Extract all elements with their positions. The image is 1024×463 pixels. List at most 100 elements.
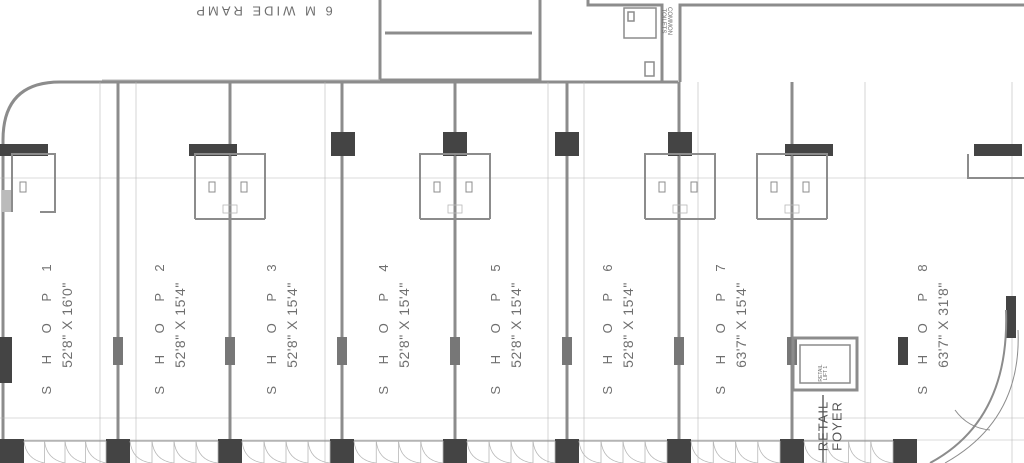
door-swing xyxy=(848,440,871,463)
shop-5-label: S H O P 5 52'8" X 15'4" xyxy=(488,255,524,394)
shop-2-label: S H O P 2 52'8" X 15'4" xyxy=(152,255,188,394)
retail-foyer-label: RETAIL FOYER xyxy=(815,401,844,452)
door-swing xyxy=(173,440,197,463)
pilaster xyxy=(1006,296,1016,338)
ramp-label: 6 M WIDE RAMP xyxy=(193,3,333,19)
column xyxy=(555,439,579,463)
door-swing xyxy=(85,440,107,463)
shop-6-label: S H O P 6 52'8" X 15'4" xyxy=(600,255,636,394)
curved-entrance xyxy=(929,309,1019,463)
shop-7-dimensions: 63'7" X 15'4" xyxy=(733,282,749,368)
retail-foyer-line-2: FOYER xyxy=(829,401,844,451)
toilet-fixture xyxy=(19,181,27,193)
door-swing xyxy=(488,440,512,463)
door-swing xyxy=(644,440,668,463)
door-swing xyxy=(803,440,827,463)
column xyxy=(443,439,467,463)
door-swing xyxy=(353,440,377,463)
basin xyxy=(784,204,800,214)
door-swing xyxy=(578,440,602,463)
door-swing xyxy=(64,440,86,463)
door-swing xyxy=(195,440,219,463)
door-swing xyxy=(23,440,45,463)
door-swing xyxy=(825,440,849,463)
shop-6-dimensions: 52'8" X 15'4" xyxy=(620,282,636,368)
common-toilet-fixtures xyxy=(623,7,657,77)
door-swing xyxy=(735,440,758,463)
shop-3-name: S H O P 3 xyxy=(264,255,279,395)
column xyxy=(668,132,692,156)
pilaster xyxy=(674,337,684,365)
pilaster xyxy=(337,337,347,365)
column xyxy=(0,439,24,463)
door-swing xyxy=(398,440,421,463)
beam xyxy=(974,144,1022,156)
door-swing xyxy=(532,440,556,463)
pilaster xyxy=(898,337,908,365)
shop-4-label: S H O P 4 52'8" X 15'4" xyxy=(376,255,412,394)
top-right-wall xyxy=(678,3,1024,82)
retail-lift-line-2: LIFT 1 xyxy=(823,365,829,381)
shop-4-name: S H O P 4 xyxy=(376,255,391,395)
shop-1-dimensions: 52'8" X 16'0" xyxy=(59,282,75,368)
pilaster xyxy=(113,337,123,365)
retail-lift-label: RETAIL LIFT 1 xyxy=(818,364,829,381)
shop-3-label: S H O P 3 52'8" X 15'4" xyxy=(264,255,300,394)
door-swing xyxy=(757,440,781,463)
shop-7-name: S H O P 7 xyxy=(713,255,728,395)
shop-3-dimensions: 52'8" X 15'4" xyxy=(284,282,300,368)
door-swing xyxy=(151,440,175,463)
door-swing xyxy=(307,440,331,463)
door-swing xyxy=(622,440,646,463)
toilet-fixture xyxy=(433,181,441,193)
pilaster xyxy=(225,337,235,365)
door-swing xyxy=(420,440,444,463)
lift-shaft xyxy=(791,336,859,392)
common-toilets-line-2: TOILETS xyxy=(660,8,666,34)
pilaster xyxy=(0,337,12,383)
toilet-fixture xyxy=(770,181,778,193)
door-swing xyxy=(263,440,287,463)
door-swing xyxy=(712,440,736,463)
shop-6-name: S H O P 6 xyxy=(600,255,615,395)
common-toilets-line-1: COMMON xyxy=(666,7,672,35)
shop-5-dimensions: 52'8" X 15'4" xyxy=(508,282,524,368)
shop-5-name: S H O P 5 xyxy=(488,255,503,395)
column xyxy=(330,439,354,463)
column xyxy=(443,132,467,156)
door-swing xyxy=(241,440,265,463)
toilet-fixture xyxy=(802,181,810,193)
shop-2-dimensions: 52'8" X 15'4" xyxy=(172,282,188,368)
column xyxy=(555,132,579,156)
shop-1-name: S H O P 1 xyxy=(39,255,54,395)
shop-7-label: S H O P 7 63'7" X 15'4" xyxy=(713,255,749,394)
front-doors xyxy=(23,440,894,463)
column xyxy=(780,439,804,463)
basin xyxy=(447,204,463,214)
toilet-fixture xyxy=(208,181,216,193)
columns xyxy=(0,132,1022,463)
shop-8-name: S H O P 8 xyxy=(915,255,930,395)
shop-8-dimensions: 63'7" X 31'8" xyxy=(935,282,951,368)
shop-1-label: S H O P 1 52'8" X 16'0" xyxy=(39,255,75,394)
front-wall-with-rounded-corner xyxy=(1,80,678,463)
column xyxy=(218,439,242,463)
door-swing xyxy=(285,440,309,463)
toilet-walls xyxy=(967,154,1024,179)
common-toilets-label: COMMON TOILETS xyxy=(660,7,672,35)
toilet-block-wall xyxy=(586,0,664,82)
shop-4-dimensions: 52'8" X 15'4" xyxy=(396,282,412,368)
door-swing xyxy=(510,440,534,463)
door-swing xyxy=(600,440,624,463)
pilaster xyxy=(450,337,460,365)
toilet-blocks xyxy=(2,153,1024,220)
toilet-door xyxy=(2,190,11,212)
door-swing xyxy=(129,440,153,463)
pilaster xyxy=(562,337,572,365)
ramp-wall xyxy=(378,0,542,82)
toilet-fixture xyxy=(465,181,473,193)
toilet-fixture xyxy=(690,181,698,193)
basin xyxy=(222,204,238,214)
